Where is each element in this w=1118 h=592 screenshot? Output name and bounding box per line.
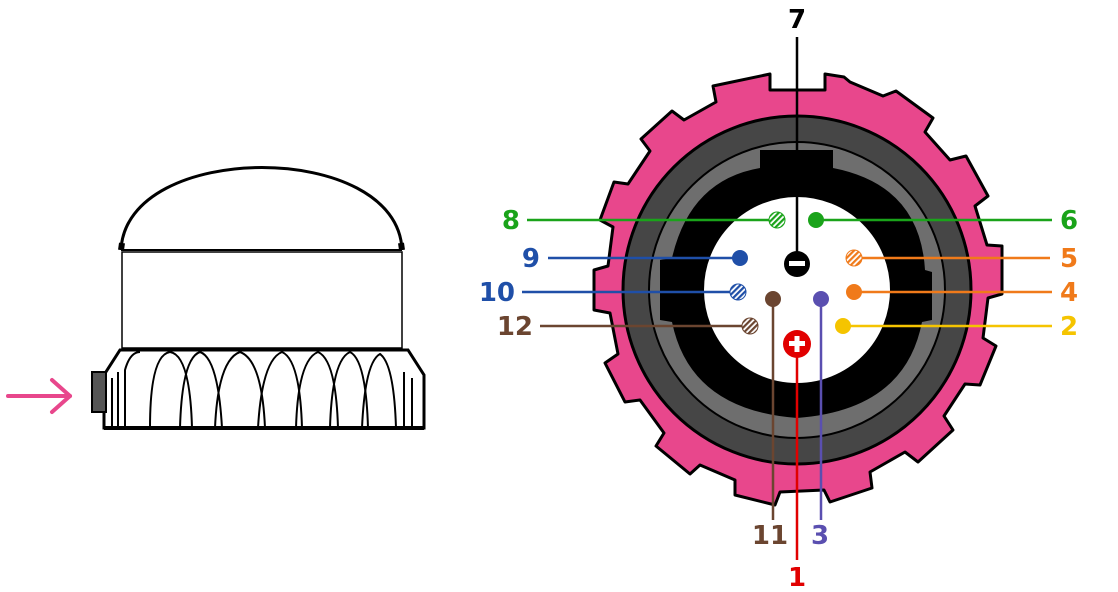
pin-label-2: 2 <box>1060 312 1078 342</box>
side-nub <box>91 371 107 413</box>
pin-label-11: 11 <box>752 521 788 551</box>
side-view-connector <box>6 166 426 430</box>
front-view-connector <box>592 72 1004 507</box>
plus-icon <box>789 336 805 352</box>
pin-label-4: 4 <box>1060 278 1078 308</box>
pin-label-6: 6 <box>1060 206 1078 236</box>
pin-8 <box>768 211 786 229</box>
pin-label-9: 9 <box>522 244 540 274</box>
pin-5 <box>845 249 863 267</box>
knurled-nut <box>102 348 426 430</box>
pin-label-5: 5 <box>1060 244 1078 274</box>
pin-10 <box>729 283 747 301</box>
connector-body <box>121 251 403 349</box>
pin-11 <box>765 291 781 307</box>
pin-4 <box>846 284 862 300</box>
minus-icon <box>789 261 805 266</box>
pins <box>729 211 863 358</box>
pin-labels: 7 8 6 9 5 10 4 12 2 11 3 1 <box>479 5 1078 592</box>
pin-label-1: 1 <box>788 563 806 592</box>
leader-lines <box>522 37 1052 560</box>
pin-label-8: 8 <box>502 206 520 236</box>
pin-6 <box>808 212 824 228</box>
dome-cap <box>119 166 404 251</box>
pin-label-7: 7 <box>788 5 806 35</box>
pin-label-10: 10 <box>479 278 515 308</box>
pin-12 <box>741 317 759 335</box>
pin-3 <box>813 291 829 307</box>
pin-9 <box>732 250 748 266</box>
right-arrow-icon <box>6 378 72 414</box>
pin-2 <box>835 318 851 334</box>
pin-label-12: 12 <box>497 312 533 342</box>
pin-label-3: 3 <box>811 521 829 551</box>
